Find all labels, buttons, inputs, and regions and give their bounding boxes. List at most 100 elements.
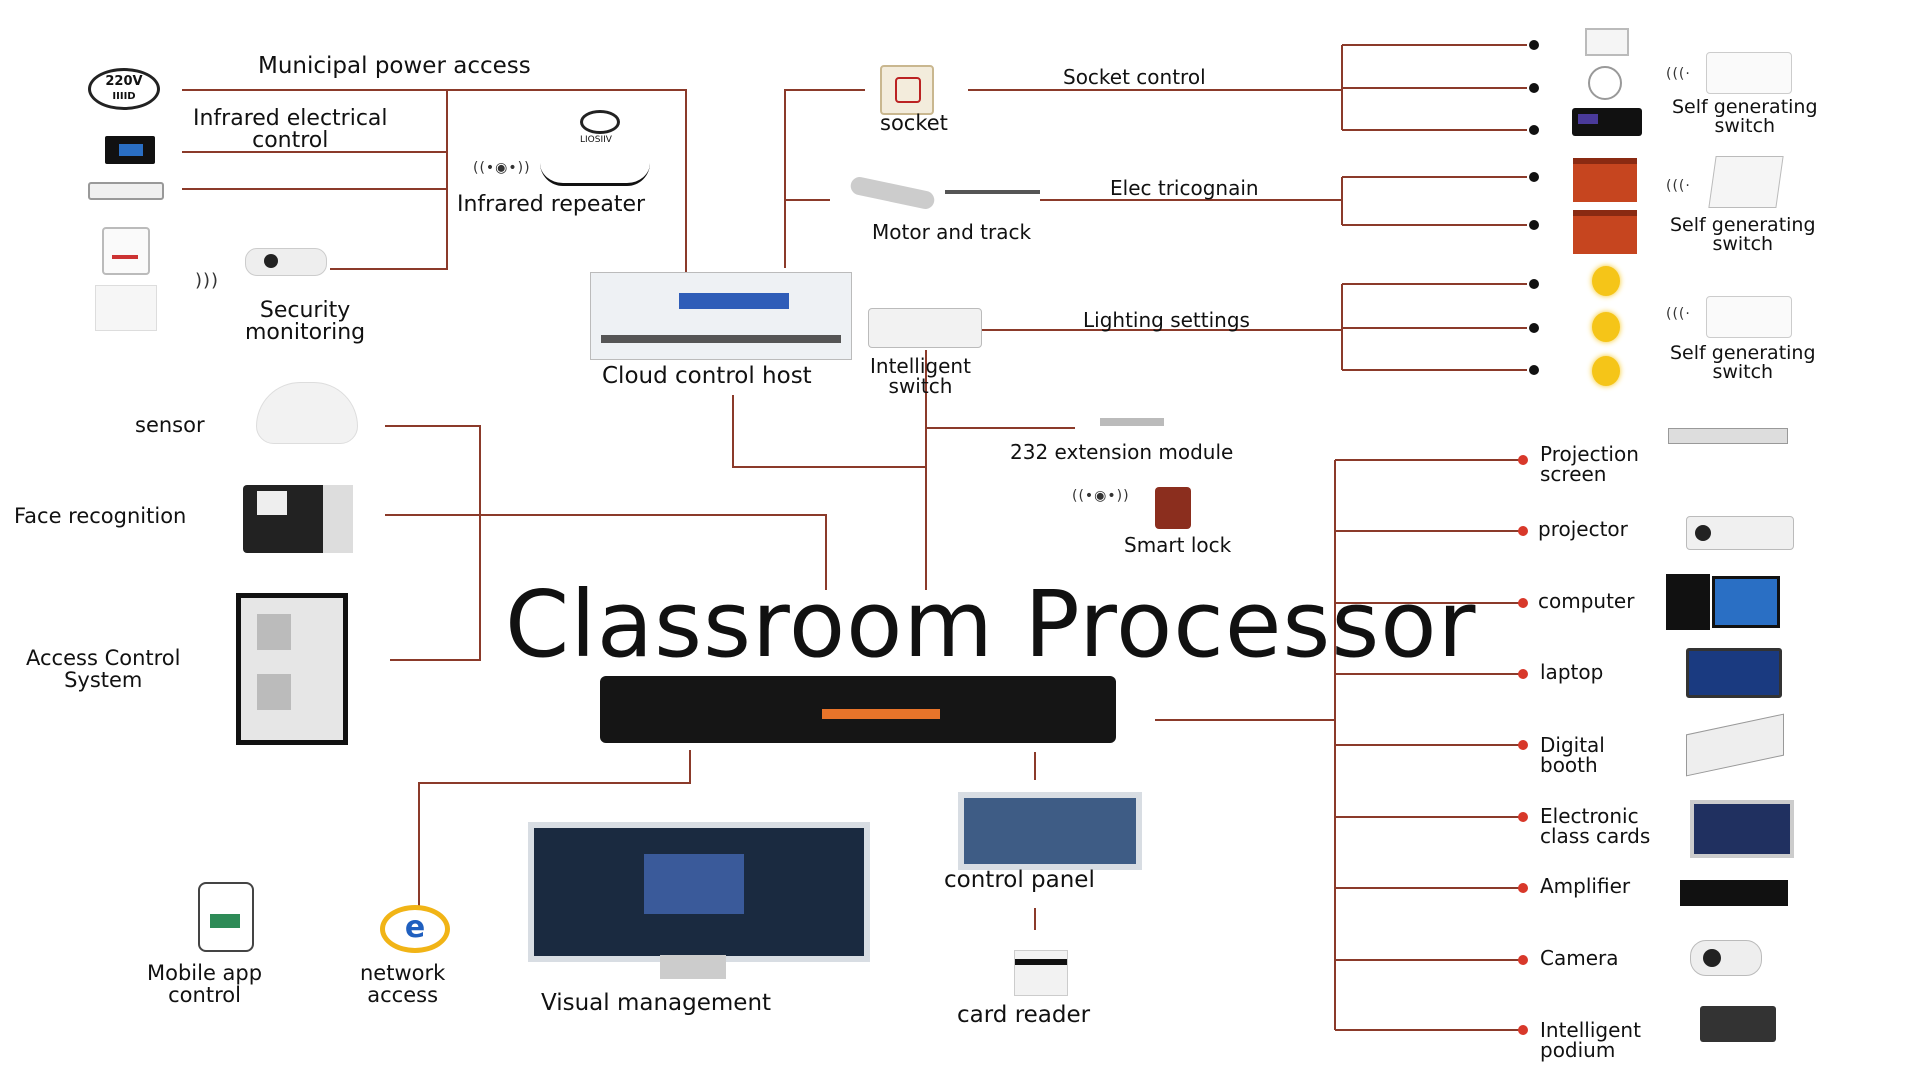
projection-screen-icon [1668,428,1788,444]
access-door-icon [236,593,348,745]
label-mobile-app: Mobile app control [147,961,263,1007]
laptop-icon [1686,648,1782,698]
label-intelligent-podium: Intelligent podium [1540,1018,1641,1062]
curtain-icon [1573,158,1637,202]
dot-light-3 [1529,365,1539,375]
extension-module-icon [1100,418,1164,426]
processor-display [822,709,940,719]
label-self-switch-2: Self generating switch [1670,214,1816,255]
switch-icon [868,308,982,348]
camera-signal-icon: ))) [195,270,220,291]
label-face-recognition: Face recognition [14,504,187,528]
label-lighting-settings: Lighting settings [1083,308,1250,332]
label-intelligent-switch: Intelligent switch [870,354,971,398]
label-self-switch-1: Self generating switch [1672,96,1818,137]
dot-out-2 [1518,526,1528,536]
projector-icon [1686,516,1794,550]
ir-cable-icon [540,163,650,186]
label-extension-module: 232 extension module [1010,440,1234,464]
dot-out-4 [1518,669,1528,679]
diagram-title: Classroom Processor [505,571,1477,678]
label-smart-lock: Smart lock [1124,533,1232,557]
badge-220v-label: 220V [105,74,143,89]
wall-panel-icon [102,227,150,275]
desktop-computer-icon [1712,576,1780,628]
ir-repeater-icon [580,110,620,134]
fridge-icon [95,285,157,331]
label-visual-management: Visual management [541,990,772,1016]
processor-icon [600,676,1116,743]
label-card-reader: card reader [957,1002,1091,1028]
class-card-icon [1690,800,1794,858]
face-terminal-icon [243,485,353,553]
bracket-socket [1341,44,1527,131]
dot-light-1 [1529,279,1539,289]
wire-municipal [182,89,687,318]
label-security-monitoring: Security monitoring [245,298,366,345]
bulb-icon [1592,266,1620,296]
lamp-icon [1588,66,1622,100]
dot-curtain-1 [1529,172,1539,182]
dot-curtain-2 [1529,220,1539,230]
ir-signal-icon: ((•◉•)) [473,160,531,176]
label-laptop: laptop [1540,660,1604,684]
self-switch-icon-2 [1708,156,1784,208]
dot-out-7 [1518,883,1528,893]
switch-signal-icon-1: (((· [1666,66,1691,82]
bulb-icon-2 [1592,312,1620,342]
label-digital-booth: Digital booth [1540,733,1605,777]
label-projector: projector [1538,517,1628,541]
dot-out-1 [1518,455,1528,465]
dot-out-9 [1518,1025,1528,1035]
badge-220v-icon: 220V IIIID [88,68,160,110]
lock-signal-icon: ((•◉•)) [1072,488,1130,504]
curtain-icon-2 [1573,210,1637,254]
label-access-control: Access Control System [26,646,181,692]
dot-out-6 [1518,812,1528,822]
track-rail-icon [945,190,1040,194]
ac-unit-icon [88,182,164,200]
dot-out-3 [1518,598,1528,608]
card-reader-icon [1014,950,1068,996]
label-electronic-class-cards: Electronic class cards [1540,804,1651,848]
label-sensor: sensor [135,413,205,437]
label-amplifier: Amplifier [1540,874,1631,898]
self-switch-icon-3 [1706,296,1792,338]
wire-face [385,514,827,590]
label-network-access: network access [360,961,446,1007]
badge-220v-sub: IIIID [112,91,136,102]
cloud-host-icon [590,272,852,360]
bulb-icon-3 [1592,356,1620,386]
wire-bottom-left [418,750,691,910]
monitor-stand-icon [660,955,726,979]
switch-signal-icon-2: (((· [1666,178,1691,194]
ie-browser-icon: e [380,905,450,953]
dot-out-8 [1518,955,1528,965]
camera-icon [1690,940,1762,976]
security-camera-icon [245,248,327,276]
dot-light-2 [1529,323,1539,333]
label-electric-curtain: Elec tricognain [1110,176,1259,200]
label-projection-screen: Projection screen [1540,442,1639,486]
control-panel-icon [958,792,1142,870]
dot-socket-1 [1529,40,1539,50]
screen-small-icon [1585,28,1629,56]
smart-lock-icon [1155,487,1191,529]
label-cloud-host: Cloud control host [602,363,812,389]
label-socket: socket [880,111,948,135]
dot-socket-2 [1529,83,1539,93]
label-infrared-repeater: Infrared repeater [457,192,646,217]
label-municipal-power: Municipal power access [258,53,531,79]
bracket-light [1341,283,1527,371]
label-control-panel: control panel [944,867,1095,893]
label-infrared-control: Infrared electrical control [193,106,388,153]
tv-icon [105,136,155,164]
monitor-icon [528,822,870,962]
switch-signal-icon-3: (((· [1666,306,1691,322]
dot-out-5 [1518,740,1528,750]
wire-host-up [784,89,865,268]
wire-sensor [385,425,481,661]
label-camera: Camera [1540,946,1619,970]
wire-host-down [732,395,926,468]
